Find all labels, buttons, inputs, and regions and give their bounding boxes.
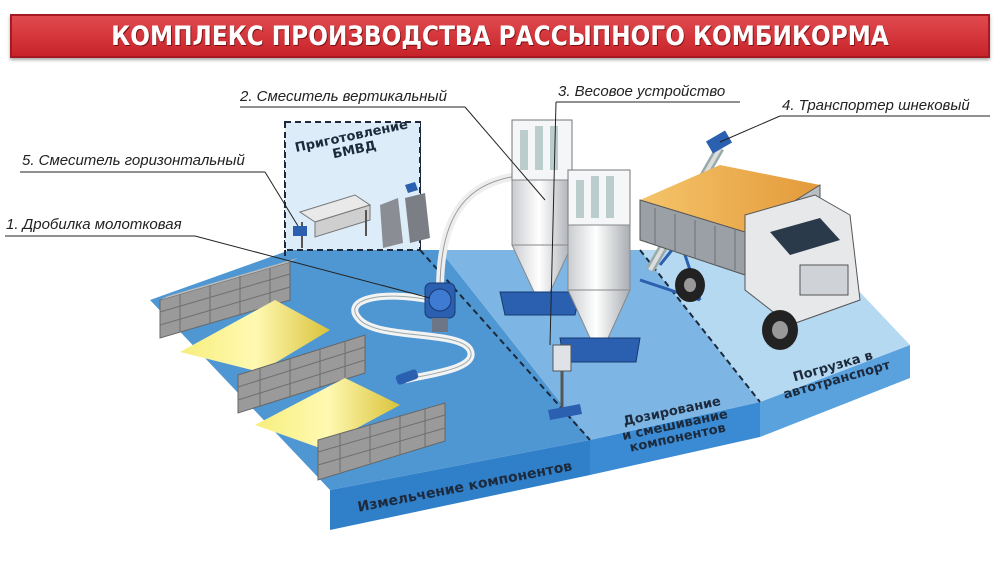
callout-leader [464,106,546,201]
platform-front-face [330,440,590,530]
weighing-device-icon [548,169,641,420]
truck-icon [639,165,861,350]
callout-leader [719,115,781,143]
callout-leader [194,235,431,299]
callout-hammer-mill: 1. Дробилка молотковая [6,216,182,233]
vertical-mixer-icon [499,119,581,316]
page-title: КОМПЛЕКС ПРОИЗВОДСТВА РАССЫПНОГО КОМБИКО… [111,20,889,52]
callout-horizontal-mixer: 5. Смеситель горизонтальный [22,152,245,169]
platform-front-face-2 [590,402,760,475]
title-banner: КОМПЛЕКС ПРОИЗВОДСТВА РАССЫПНОГО КОМБИКО… [10,14,990,58]
callout-weighing-device: 3. Весовое устройство [558,83,726,100]
callout-leader [549,101,557,346]
hammer-mill-icon [424,282,456,332]
callout-vertical-mixer: 2. Смеситель вертикальный [240,88,447,105]
grain-pile-icon [255,378,400,448]
suction-nozzle-icon [395,369,419,385]
feed-bag-icon [380,182,430,248]
horizontal-mixer-icon [293,194,372,248]
brick-wall-icon [317,402,446,481]
callout-leader [264,171,299,227]
platform-front-face-3 [760,345,910,437]
grain-pile-icon [180,300,330,372]
callout-screw-conveyor: 4. Транспортер шнековый [782,97,970,114]
zone-divider [639,249,761,403]
brick-wall-icon [237,334,366,414]
brick-wall-icon [159,258,298,339]
